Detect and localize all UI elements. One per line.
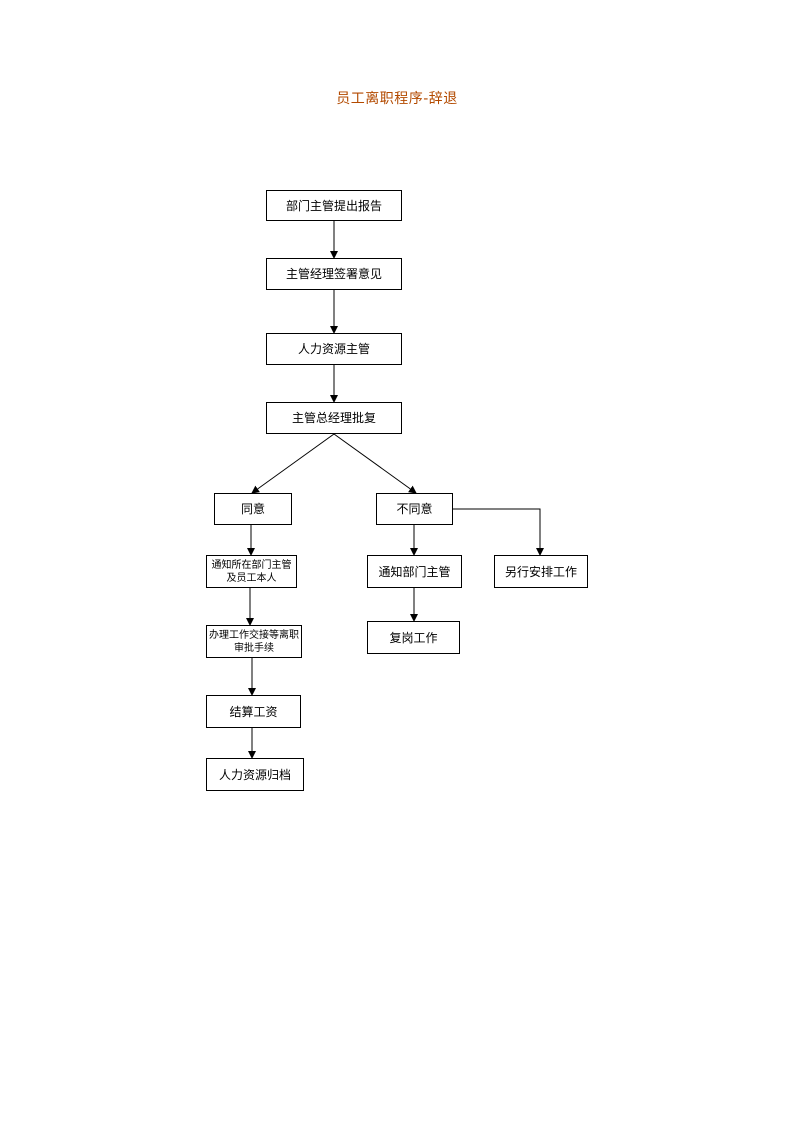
step-gm-approve: 主管总经理批复 bbox=[266, 402, 402, 434]
arrow-disagree-to-other bbox=[453, 508, 544, 556]
arrow-gm-to-agree bbox=[251, 433, 335, 494]
step-disagree: 不同意 bbox=[376, 493, 453, 525]
step-notify-dept-employee: 通知所在部门主管及员工本人 bbox=[206, 555, 297, 588]
step-agree: 同意 bbox=[214, 493, 292, 525]
arrow-gm-to-disagree bbox=[333, 433, 417, 494]
step-settle-salary: 结算工资 bbox=[206, 695, 301, 728]
step-manager-sign: 主管经理签署意见 bbox=[266, 258, 402, 290]
step-other-arrangement: 另行安排工作 bbox=[494, 555, 588, 588]
step-notify-dept-manager: 通知部门主管 bbox=[367, 555, 462, 588]
step-handover: 办理工作交接等离职审批手续 bbox=[206, 625, 302, 658]
step-hr-archive: 人力资源归档 bbox=[206, 758, 304, 791]
step-hr-manager: 人力资源主管 bbox=[266, 333, 402, 365]
step-report: 部门主管提出报告 bbox=[266, 190, 402, 221]
step-return-to-post: 复岗工作 bbox=[367, 621, 460, 654]
page-title: 员工离职程序-辞退 bbox=[336, 91, 458, 107]
